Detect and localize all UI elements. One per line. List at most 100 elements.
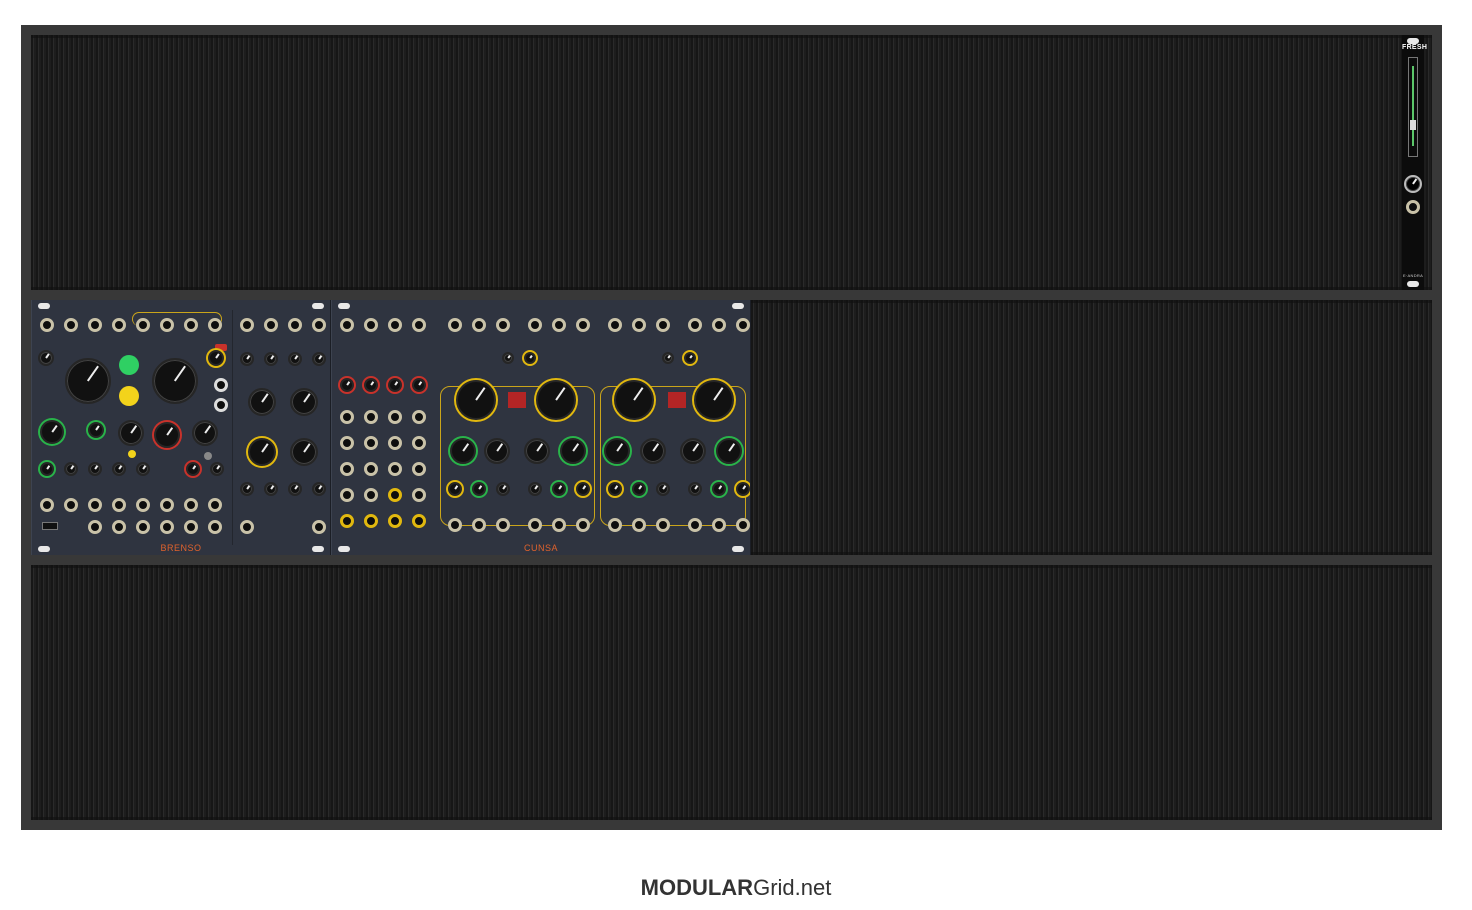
jack[interactable] [712,318,726,332]
jack[interactable] [208,520,222,534]
knob[interactable] [560,438,586,464]
jack[interactable] [364,462,378,476]
jack[interactable] [388,462,402,476]
jack[interactable] [240,318,254,332]
knob[interactable] [684,352,696,364]
jack[interactable] [736,518,750,532]
jack[interactable] [40,318,54,332]
jack[interactable] [528,318,542,332]
jack[interactable] [608,318,622,332]
knob[interactable] [186,462,200,476]
knob[interactable] [264,352,278,366]
knob[interactable] [528,482,542,496]
rack-row-1[interactable]: FRESH E·ANDRA [31,35,1432,290]
jack[interactable] [340,410,354,424]
knob[interactable] [640,438,666,464]
knob[interactable] [88,462,102,476]
jack[interactable] [312,318,326,332]
jack[interactable] [208,318,222,332]
knob[interactable] [712,482,726,496]
jack[interactable] [184,520,198,534]
knob[interactable] [290,438,318,466]
knob[interactable] [264,482,278,496]
jack[interactable] [214,378,228,392]
knob[interactable] [288,482,302,496]
knob[interactable] [576,482,590,496]
jack[interactable] [64,498,78,512]
jack[interactable] [340,462,354,476]
jack[interactable] [208,498,222,512]
jack[interactable] [552,518,566,532]
knob[interactable] [38,350,54,366]
jack[interactable] [40,498,54,512]
knob[interactable] [736,482,750,496]
jack[interactable] [64,318,78,332]
knob[interactable] [448,482,462,496]
jack[interactable] [340,436,354,450]
jack[interactable] [264,318,278,332]
jack[interactable] [712,518,726,532]
knob[interactable] [136,462,150,476]
jack[interactable] [340,488,354,502]
knob[interactable] [240,352,254,366]
knob[interactable] [112,462,126,476]
jack[interactable] [412,462,426,476]
knob[interactable] [524,438,550,464]
knob[interactable] [248,438,276,466]
jack[interactable] [112,318,126,332]
jack[interactable] [160,318,174,332]
big-knob[interactable] [614,380,654,420]
knob[interactable] [716,438,742,464]
knob[interactable] [632,482,646,496]
knob[interactable] [88,422,104,438]
jack[interactable] [160,520,174,534]
jack[interactable] [364,410,378,424]
knob[interactable] [64,462,78,476]
module-brenso[interactable]: BRENSO [31,300,331,555]
jack[interactable] [472,318,486,332]
knob[interactable] [484,438,510,464]
knob[interactable] [118,420,144,446]
jack[interactable] [552,318,566,332]
jack[interactable] [364,436,378,450]
module-cunsa[interactable]: CUNSA [331,300,751,555]
yellow-button[interactable] [119,386,139,406]
jack[interactable] [136,498,150,512]
knob[interactable] [412,378,426,392]
jack[interactable] [448,518,462,532]
jack[interactable] [736,318,750,332]
jack[interactable] [688,318,702,332]
jack[interactable] [184,318,198,332]
jack[interactable] [340,318,354,332]
knob[interactable] [472,482,486,496]
jack[interactable] [496,318,510,332]
knob[interactable] [210,462,224,476]
knob[interactable] [604,438,630,464]
jack[interactable] [88,498,102,512]
big-knob[interactable] [65,358,111,404]
knob[interactable] [154,422,180,448]
jack[interactable] [312,520,326,534]
module-fresh[interactable]: FRESH E·ANDRA [1402,35,1427,290]
knob[interactable] [502,352,514,364]
slider-handle[interactable] [1410,120,1416,130]
knob[interactable] [552,482,566,496]
jack[interactable] [88,318,102,332]
jack[interactable] [632,518,646,532]
green-button[interactable] [119,355,139,375]
jack[interactable] [364,318,378,332]
knob[interactable] [688,482,702,496]
knob[interactable] [240,482,254,496]
rack-row-3[interactable] [31,565,1432,820]
jack[interactable] [364,488,378,502]
knob[interactable] [496,482,510,496]
knob[interactable] [40,462,54,476]
knob[interactable] [312,352,326,366]
knob[interactable] [40,420,64,444]
jack[interactable] [688,518,702,532]
jack[interactable] [364,514,378,528]
jack[interactable] [388,318,402,332]
knob[interactable] [248,388,276,416]
jack[interactable] [576,518,590,532]
jack[interactable] [160,498,174,512]
